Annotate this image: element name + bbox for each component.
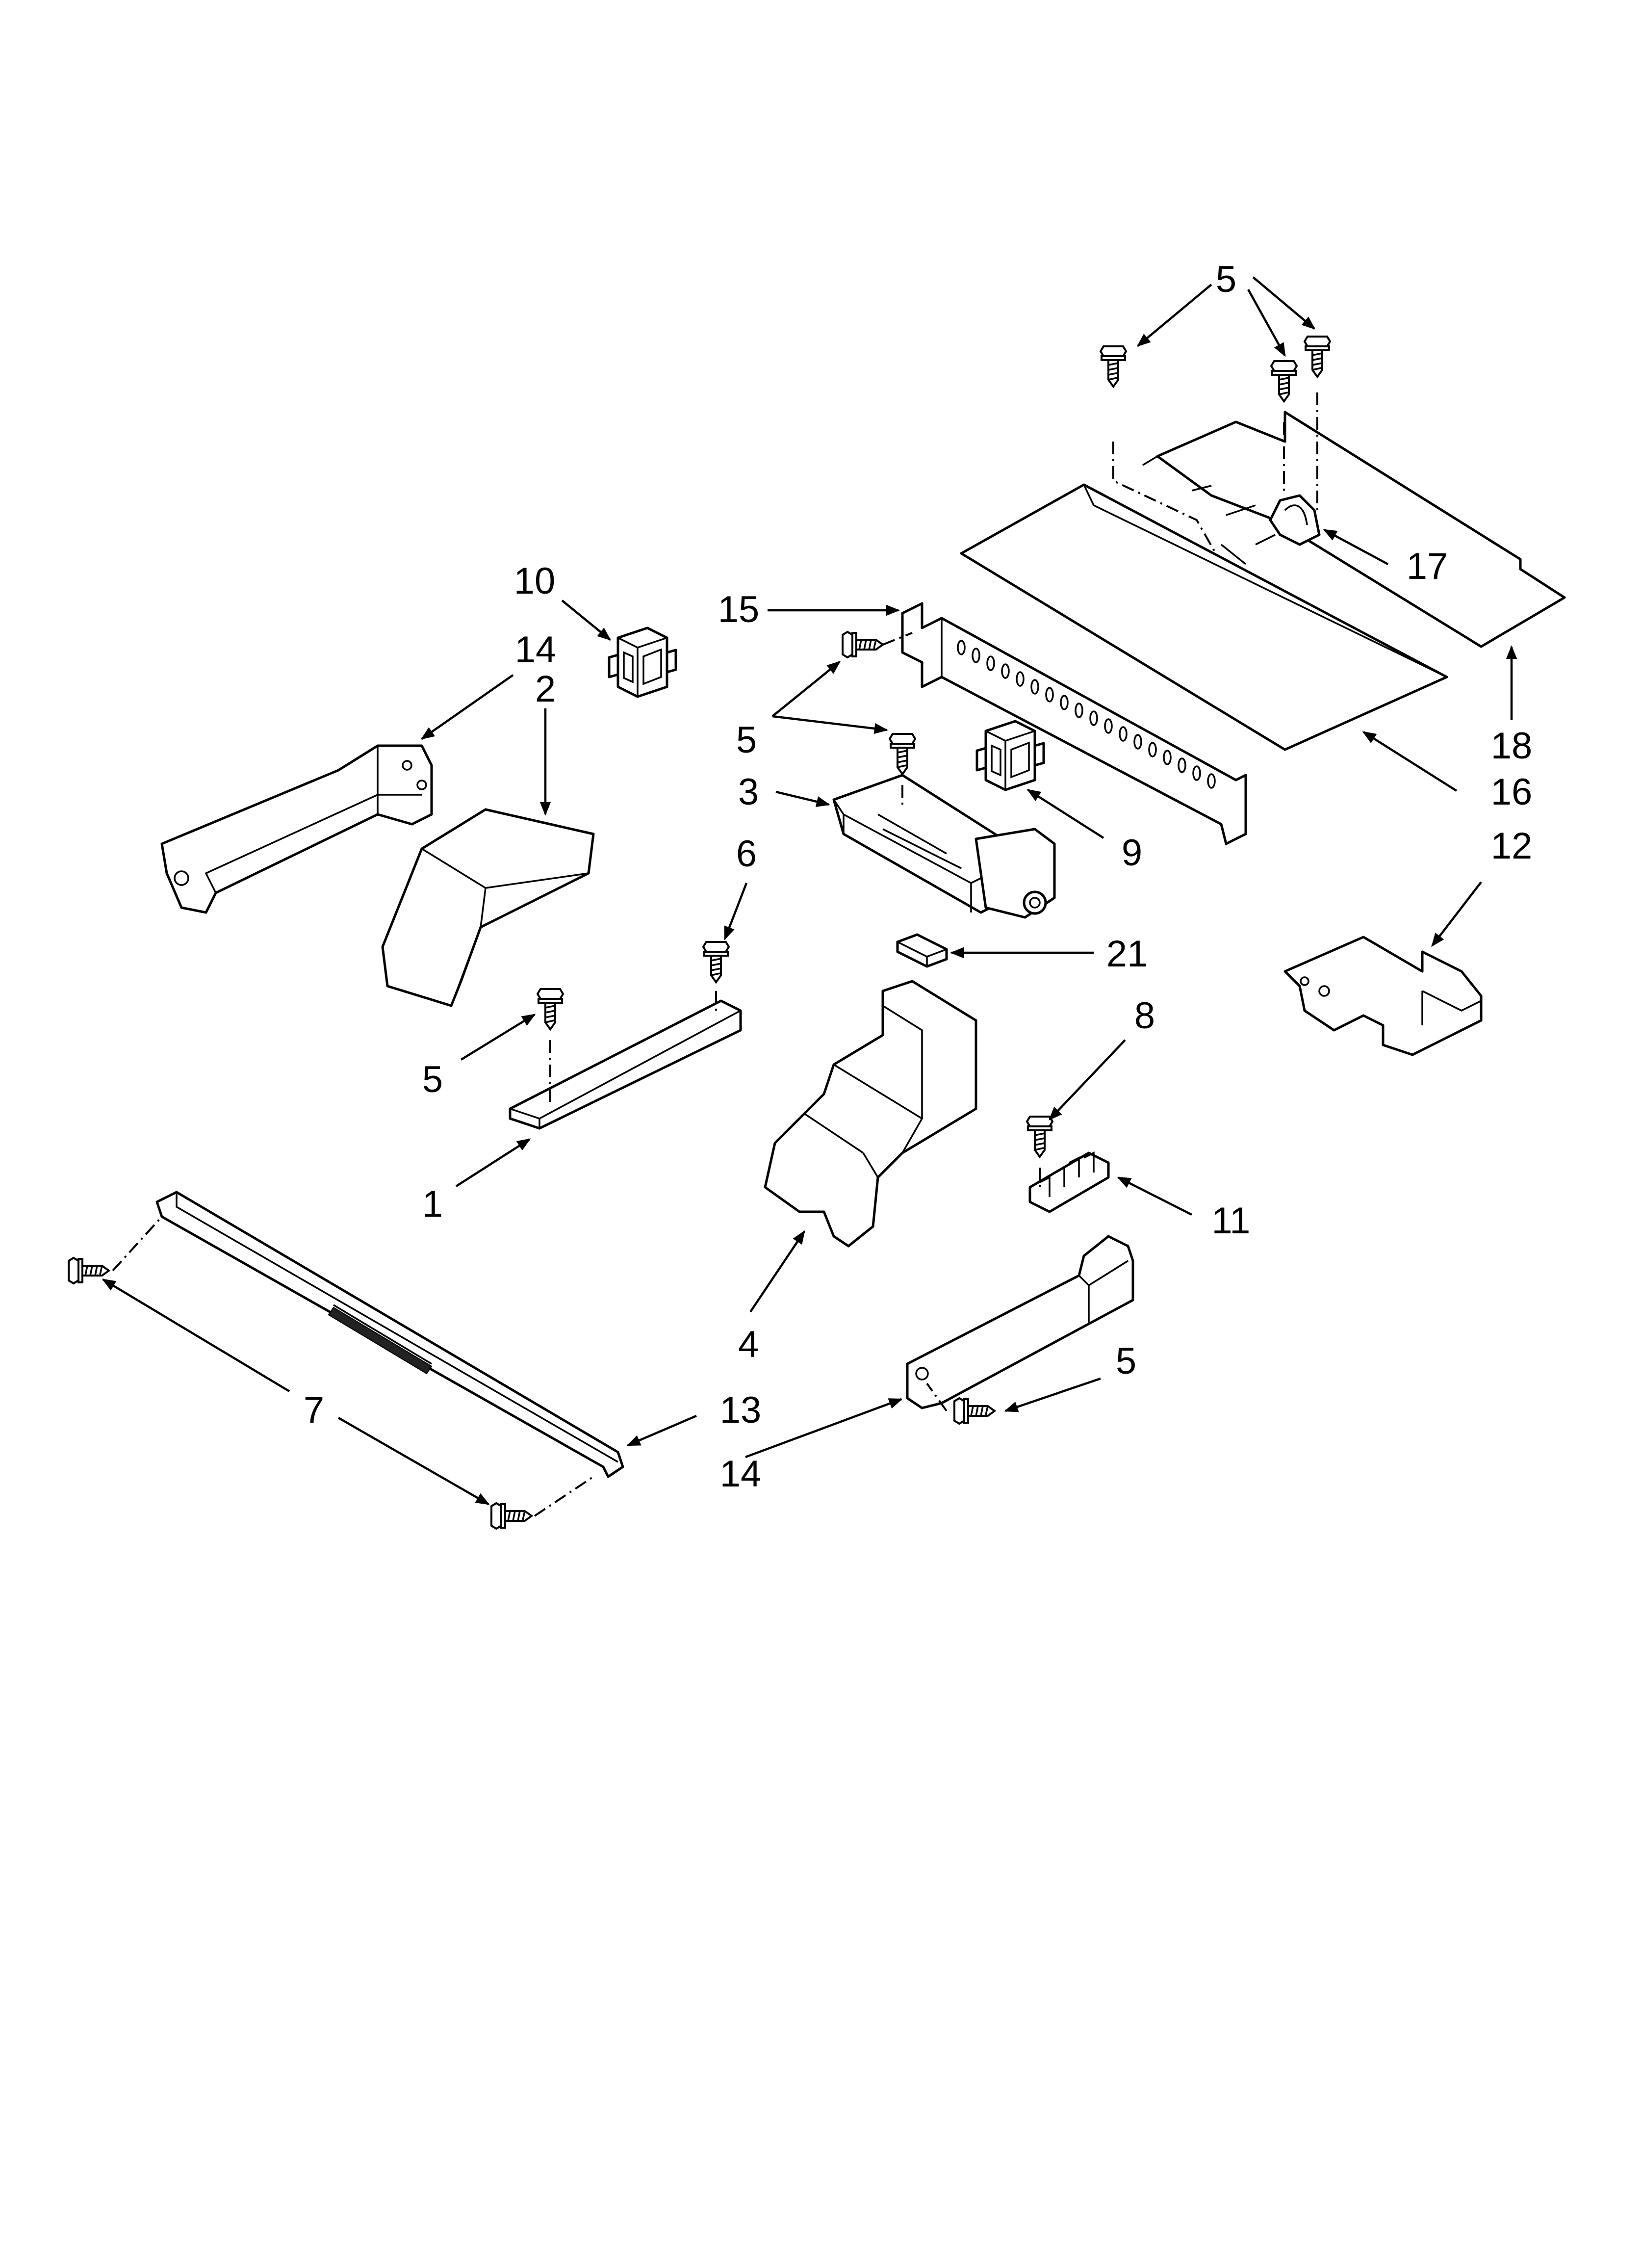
part-18-top-panel [1142, 411, 1566, 648]
screw-6 [702, 941, 730, 983]
callout-14-right: 14 [720, 1453, 762, 1495]
part-12-mount-plate [1283, 936, 1483, 1056]
callout-12: 12 [1491, 825, 1533, 867]
callout-6: 6 [736, 833, 757, 875]
callout-13: 13 [720, 1389, 762, 1431]
part-2-duct [381, 808, 595, 1007]
screw-5-channel [842, 631, 884, 658]
callout-10: 10 [514, 560, 556, 602]
part-14-left-bracket [160, 744, 433, 914]
callout-5-rail: 5 [422, 1059, 443, 1100]
callout-8: 8 [1134, 995, 1155, 1037]
callout-18: 18 [1491, 725, 1533, 767]
callout-11: 11 [1212, 1200, 1251, 1242]
callout-17: 17 [1407, 546, 1448, 587]
leader-lines [102, 276, 1517, 1505]
part-13-vented-strip [155, 1191, 624, 1478]
screw-8 [1026, 1116, 1053, 1158]
callout-4: 4 [738, 1324, 759, 1365]
callout-5-channel: 5 [736, 719, 757, 761]
callout-21: 21 [1106, 933, 1148, 975]
callout-5-top: 5 [1216, 259, 1236, 300]
screw-5-top-right [1304, 336, 1331, 378]
part-1-rail [509, 999, 742, 1130]
callout-7: 7 [304, 1389, 324, 1431]
screw-7-left [68, 1257, 110, 1284]
part-21-terminal-block [896, 933, 948, 968]
callout-9: 9 [1122, 832, 1142, 874]
part-3-latch-assembly [832, 774, 1056, 919]
part-10-switch [609, 628, 676, 697]
callout-2: 2 [535, 668, 556, 710]
part-16-large-panel [960, 483, 1448, 751]
screw-5-top-left [1100, 345, 1127, 388]
screw-7-right [490, 1502, 533, 1530]
part-15-vented-channel [901, 602, 1247, 845]
alignment-lines [112, 392, 1318, 1517]
screw-5-top-mid [1270, 360, 1298, 402]
part-11-terminal-strip [1028, 1151, 1110, 1213]
callout-15: 15 [718, 589, 760, 630]
part-17-clip [1269, 494, 1321, 546]
callout-1: 1 [422, 1183, 443, 1225]
screw-5-bracket [953, 1397, 996, 1425]
callout-labels: 5 17 18 16 12 15 5 3 9 21 10 14 2 6 5 1 … [304, 259, 1532, 1495]
part-4-shield [764, 980, 977, 1248]
part-9-switch [977, 721, 1044, 790]
screw-5-latch [889, 733, 916, 775]
callout-16: 16 [1491, 771, 1533, 813]
callout-5-bracket: 5 [1116, 1340, 1136, 1382]
callout-3: 3 [738, 771, 759, 813]
part-14-right-bracket [906, 1235, 1134, 1409]
screw-5-rail [537, 988, 564, 1030]
callout-14-left: 14 [515, 629, 557, 671]
